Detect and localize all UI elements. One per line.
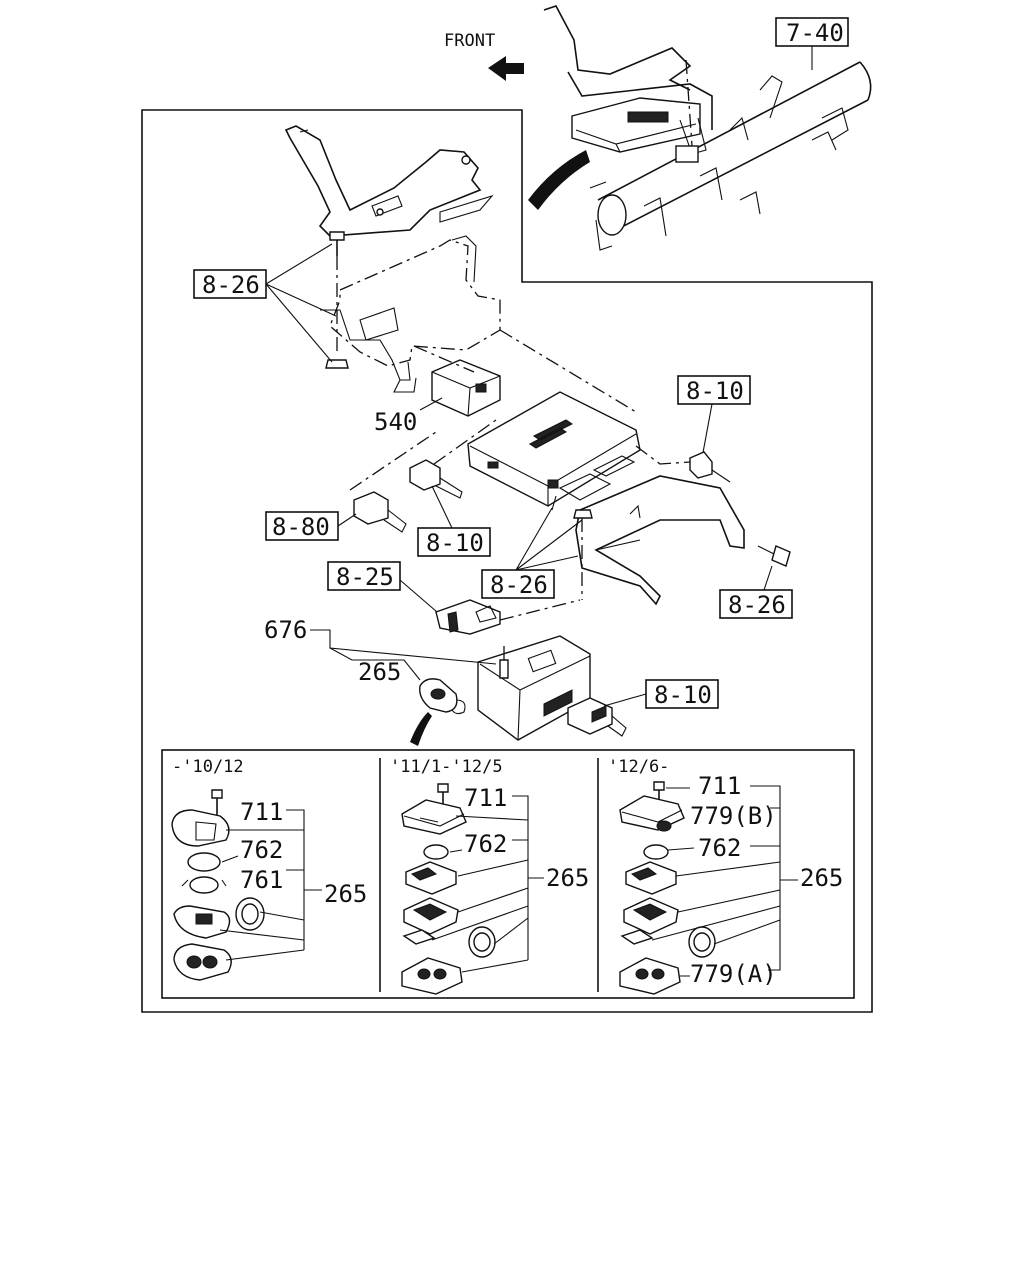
panel-3-label-779a: 779(A) <box>690 960 777 988</box>
panel-1-label-711: 711 <box>240 798 283 826</box>
variant-panel-2: '11/1-'12/5 711 762 265 <box>390 757 589 995</box>
callout-265-label: 265 <box>358 658 401 686</box>
panel-3-label-779b: 779(B) <box>690 802 777 830</box>
lower-bracket <box>575 475 745 606</box>
ref-7-40: 7-40 <box>775 17 849 70</box>
bolt-top <box>325 231 349 369</box>
callout-8-10-mid-label: 8-10 <box>426 529 484 557</box>
callout-8-26-top: 8-26 <box>193 243 337 363</box>
panel-1-label-265: 265 <box>324 880 367 908</box>
detail-frame <box>141 109 873 1013</box>
cross-member-overview <box>543 5 872 251</box>
zoom-arrow-icon <box>528 150 590 210</box>
variant-panel-1: -'10/12 711 762 761 265 <box>171 757 367 981</box>
panel-3-period: '12/6- <box>608 757 669 777</box>
ecu-unit <box>467 329 641 507</box>
callout-8-26-top-label: 8-26 <box>202 271 260 299</box>
callout-540-label: 540 <box>374 408 417 436</box>
panel-1-period: -'10/12 <box>172 757 244 777</box>
remote-key-265: 265 <box>329 647 466 746</box>
connector-8-80: 8-80 <box>265 431 437 541</box>
callout-8-10-module-label: 8-10 <box>654 681 712 709</box>
panel-1-label-761: 761 <box>240 866 283 894</box>
callout-676-label: 676 <box>264 616 307 644</box>
callout-8-10-right-label: 8-10 <box>686 377 744 405</box>
panel-3-label-762: 762 <box>698 834 741 862</box>
panel-2-label-265: 265 <box>546 864 589 892</box>
front-label: FRONT <box>444 31 495 51</box>
immobilizer-module-676: 676 <box>264 616 591 741</box>
panel-3-label-711: 711 <box>698 772 741 800</box>
callout-8-80-label: 8-80 <box>272 513 330 541</box>
variant-panel-3: '12/6- 711 779(B) 762 265 779(A) <box>608 757 843 995</box>
connector-8-10-right: 8-10 <box>635 375 751 483</box>
bracket-bolts-mid: 8-26 <box>481 495 593 600</box>
front-arrow-icon <box>488 56 524 81</box>
zoom-arrow-small-icon <box>410 712 432 746</box>
front-direction-indicator: FRONT <box>444 31 524 81</box>
panel-2-period: '11/1-'12/5 <box>390 757 503 777</box>
panel-2-label-711: 711 <box>464 784 507 812</box>
panel-2-label-762: 762 <box>464 830 507 858</box>
upper-bracket <box>284 125 494 237</box>
bolt-right: 8-26 <box>719 545 793 619</box>
ref-7-40-label: 7-40 <box>786 19 844 47</box>
panel-3-label-265: 265 <box>800 864 843 892</box>
callout-8-26-right-label: 8-26 <box>728 591 786 619</box>
relay-540: 540 <box>374 345 501 436</box>
connector-8-10-module: 8-10 <box>567 679 719 737</box>
connector-8-10-mid: 8-10 <box>409 419 497 557</box>
remote-variants-inset <box>161 749 855 999</box>
callout-8-25-label: 8-25 <box>336 563 394 591</box>
callout-8-26-mid-label: 8-26 <box>490 571 548 599</box>
panel-1-label-762: 762 <box>240 836 283 864</box>
small-bracket-8-25: 8-25 <box>327 561 581 635</box>
